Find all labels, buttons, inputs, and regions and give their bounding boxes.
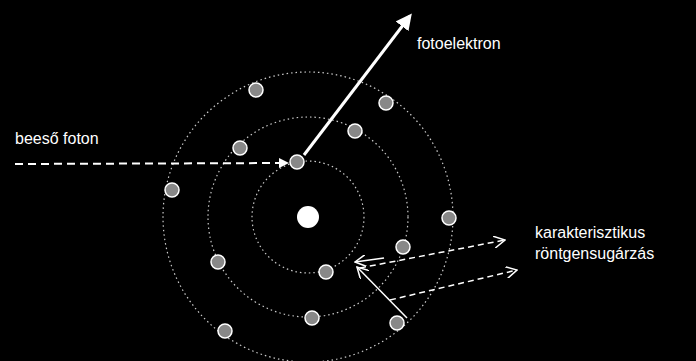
nucleus <box>297 206 319 228</box>
electrons <box>165 83 456 338</box>
xray-arrow <box>360 240 505 268</box>
transition-arrow <box>355 258 384 262</box>
transition-arrow <box>357 267 407 318</box>
photoelectron-label: fotoelektron <box>417 33 577 54</box>
xray-arrow <box>390 270 517 300</box>
photon-label: beeső foton <box>15 128 175 149</box>
electron-shells <box>163 72 453 361</box>
xray-label: karakterisztikus röntgensugárzás <box>535 222 685 264</box>
incident-photon-arrow <box>15 163 287 164</box>
photoelectron-arrow <box>304 16 410 155</box>
